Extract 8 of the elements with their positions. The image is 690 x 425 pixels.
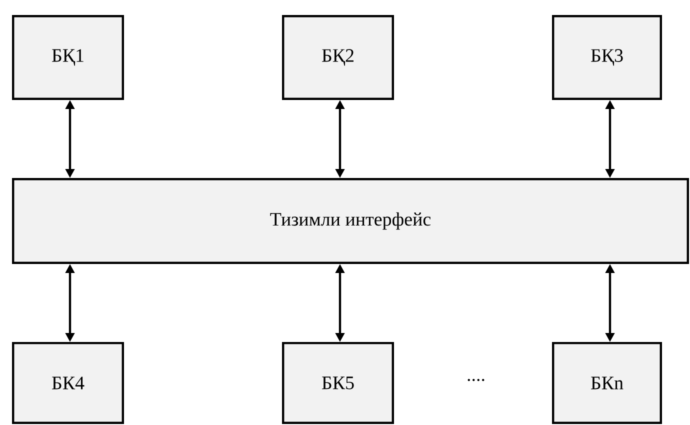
block-box: БҚ3 [552,15,662,100]
interface-bar: Тизимли интерфейс [12,178,689,264]
block-box: БК5 [282,342,394,424]
block-box: БКn [552,342,662,424]
block-box: БК4 [12,342,124,424]
block-box: БҚ2 [282,15,394,100]
block-box: БҚ1 [12,15,124,100]
ellipsis-label: .... [468,378,484,382]
